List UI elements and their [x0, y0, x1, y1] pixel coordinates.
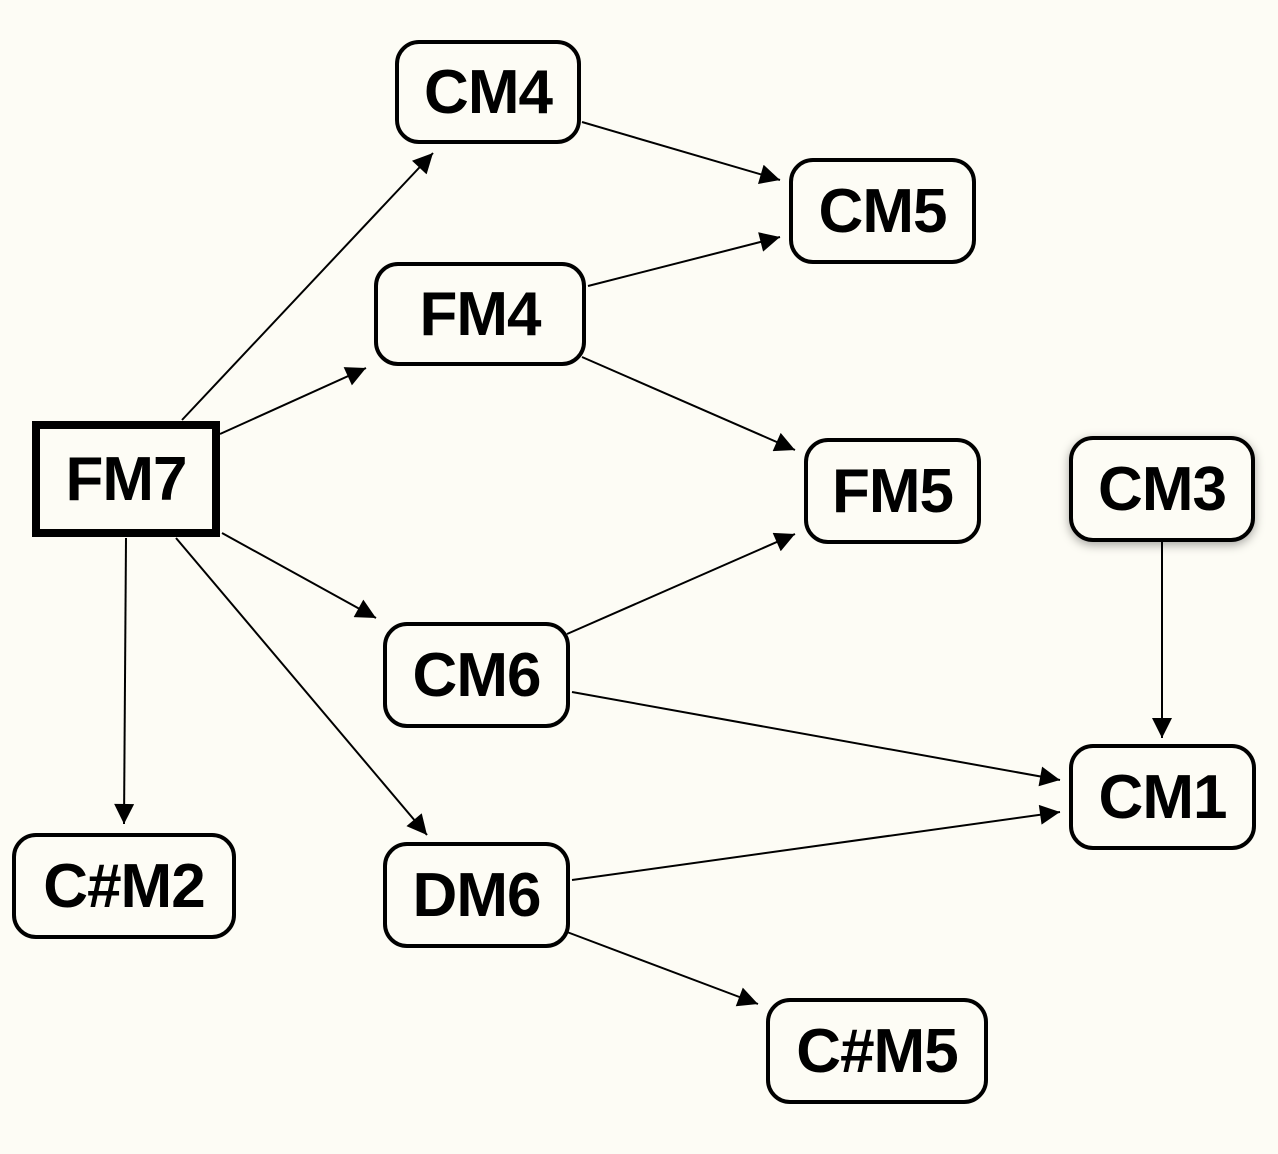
edge-fm7-cm6 — [221, 532, 377, 619]
edge-fm7-dm6 — [175, 537, 428, 836]
node-cm4[interactable]: CM4 — [395, 40, 581, 144]
edge-dm6-cm1 — [571, 804, 1061, 881]
edge-cm6-fm5 — [566, 532, 796, 635]
edge-cm6-cm1 — [571, 691, 1061, 787]
edge-fm7-cm4 — [181, 152, 434, 421]
node-dm6[interactable]: DM6 — [383, 842, 570, 948]
node-fm4[interactable]: FM4 — [374, 262, 586, 366]
node-cm3[interactable]: CM3 — [1069, 436, 1255, 542]
node-fm7[interactable]: FM7 — [32, 421, 220, 537]
node-cm5[interactable]: CM5 — [789, 158, 976, 264]
node-csm2[interactable]: C#M2 — [12, 833, 236, 939]
node-fm5[interactable]: FM5 — [804, 438, 981, 544]
edge-fm7-csm2 — [114, 537, 135, 825]
node-csm5[interactable]: C#M5 — [766, 998, 988, 1104]
edge-cm4-cm5 — [581, 121, 781, 184]
node-cm6[interactable]: CM6 — [383, 622, 570, 728]
edge-fm7-fm4 — [219, 367, 367, 435]
edge-fm4-fm5 — [581, 356, 796, 452]
node-cm1[interactable]: CM1 — [1069, 744, 1256, 850]
edge-dm6-csm5 — [566, 931, 759, 1007]
edge-fm4-cm5 — [587, 232, 781, 287]
